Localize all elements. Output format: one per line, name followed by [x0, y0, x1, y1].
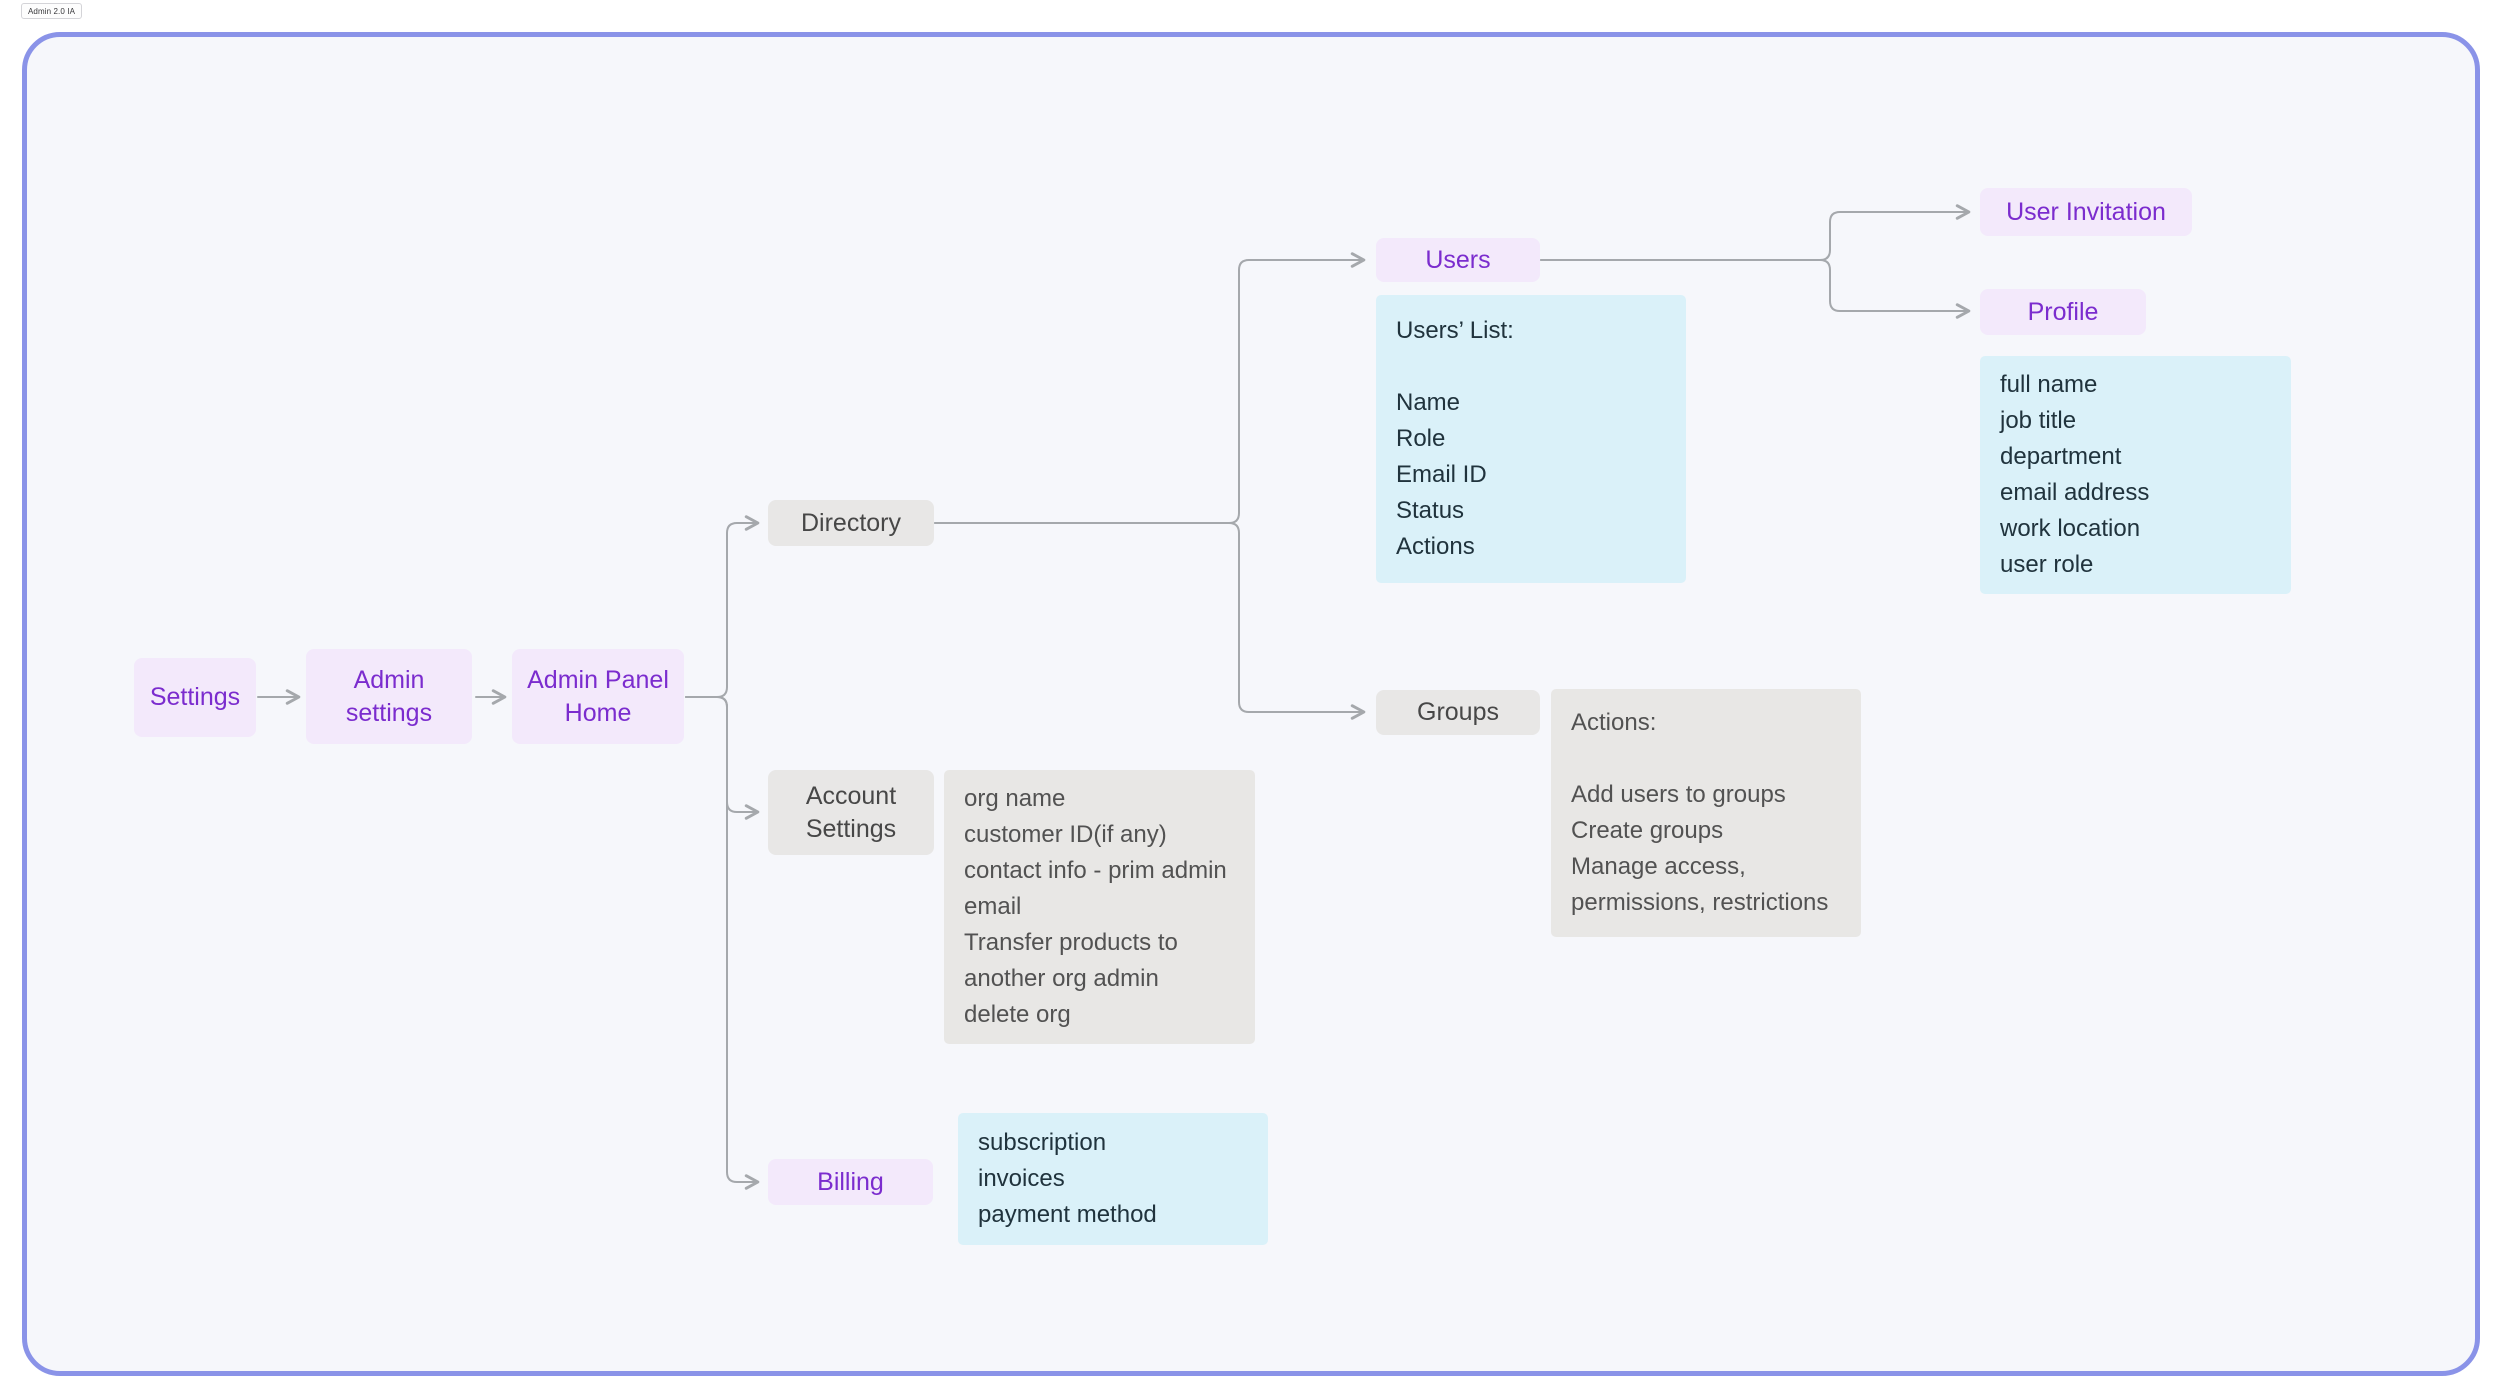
list-item: customer ID(if any) [964, 821, 1167, 848]
list-item: work location [2000, 515, 2141, 542]
node-settings-label: Settings [149, 683, 241, 711]
list-item: Add users to groups [1571, 781, 1786, 808]
connector-directory-groups [934, 522, 1366, 720]
connector-directory-users [934, 252, 1366, 524]
list-item: contact info - prim admin email [964, 857, 1227, 920]
list-item: Status [1396, 497, 1465, 524]
node-users-label: Users [1425, 245, 1491, 274]
node-groups[interactable]: Groups [1376, 690, 1540, 735]
node-user-invitation-label: User Invitation [2006, 197, 2166, 226]
node-directory-label: Directory [800, 508, 901, 537]
connector-users-profile [1540, 259, 1971, 319]
node-account-settings[interactable]: Account Settings [768, 770, 934, 855]
section-tab-label: Admin 2.0 IA [28, 6, 76, 16]
list-item: Transfer products to another org admin [964, 929, 1178, 992]
list-item: invoices [978, 1165, 1065, 1192]
list-item: Create groups [1571, 817, 1724, 844]
list-item: subscription [978, 1129, 1107, 1156]
node-directory[interactable]: Directory [768, 500, 934, 546]
account-settings-details-box[interactable]: org name customer ID(if any) contact inf… [944, 770, 1255, 1044]
groups-actions-title: Actions: [1571, 709, 1657, 736]
node-admin-settings-label: Admin settings [345, 665, 433, 727]
node-user-invitation[interactable]: User Invitation [1980, 188, 2192, 236]
list-item: user role [2000, 551, 2094, 578]
section-tab[interactable]: Admin 2.0 IA [21, 3, 83, 19]
blank-line [1571, 741, 1841, 777]
list-item: Role [1396, 425, 1446, 452]
node-profile-label: Profile [2027, 297, 2099, 326]
node-groups-label: Groups [1417, 698, 1499, 726]
list-item: job title [2000, 407, 2077, 434]
node-profile[interactable]: Profile [1980, 289, 2146, 335]
node-admin-settings[interactable]: Admin settings [306, 649, 472, 744]
billing-details-box[interactable]: subscription invoices payment method [958, 1113, 1268, 1245]
list-item: payment method [978, 1201, 1157, 1228]
list-item: Email ID [1396, 461, 1487, 488]
connector-adminpanelhome-accountsettings [685, 696, 760, 820]
node-admin-panel-home[interactable]: Admin Panel Home [512, 649, 684, 744]
list-item: full name [2000, 371, 2098, 398]
node-billing[interactable]: Billing [768, 1159, 933, 1205]
list-item: delete org [964, 1001, 1071, 1028]
blank-line [1396, 349, 1666, 385]
list-item: Manage access, permissions, restrictions [1571, 853, 1829, 916]
list-item: department [2000, 443, 2122, 470]
users-list-title: Users’ List: [1396, 317, 1514, 344]
node-account-settings-label: Account Settings [805, 781, 897, 843]
groups-actions-box[interactable]: Actions: Add users to groups Create grou… [1551, 689, 1861, 937]
list-item: email address [2000, 479, 2150, 506]
node-admin-panel-home-label: Admin Panel Home [527, 665, 669, 727]
users-list-box[interactable]: Users’ List: Name Role Email ID Status A… [1376, 295, 1686, 583]
connector-adminpanelhome-directory [685, 515, 760, 698]
node-settings[interactable]: Settings [134, 658, 256, 737]
node-billing-label: Billing [817, 1167, 884, 1196]
profile-fields-box[interactable]: full name job title department email add… [1980, 356, 2291, 594]
list-item: Actions [1396, 533, 1475, 560]
node-users[interactable]: Users [1376, 238, 1540, 282]
list-item: Name [1396, 389, 1461, 416]
connector-adminpanelhome-billing [685, 696, 760, 1190]
connector-users-userinvitation [1540, 204, 1971, 261]
list-item: org name [964, 785, 1066, 812]
